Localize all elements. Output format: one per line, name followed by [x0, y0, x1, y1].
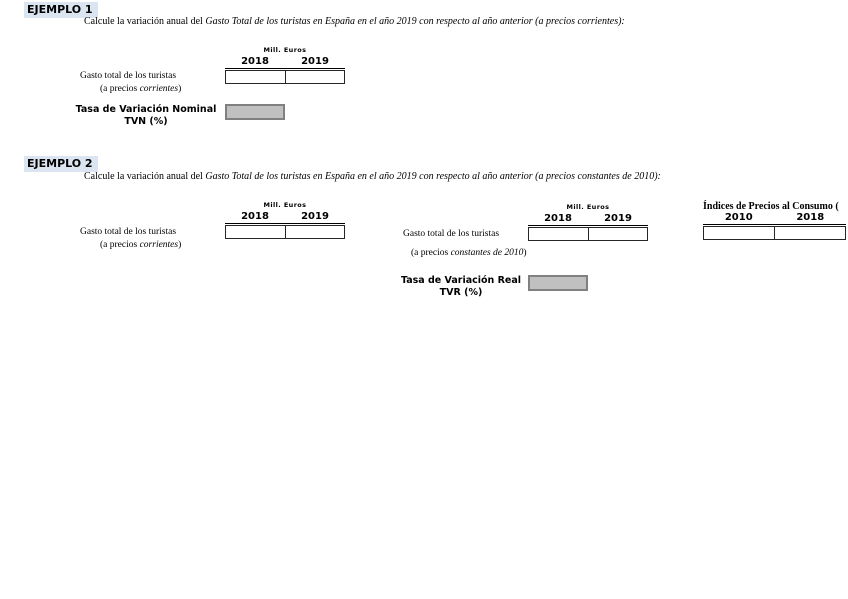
- example1-cell-2019[interactable]: [285, 71, 344, 83]
- example2-nominal-data-row: [225, 225, 345, 239]
- example2-real-sublabel-italic: constantes de 2010: [450, 248, 524, 258]
- example1-sublabel-italic: corrientes: [139, 84, 179, 94]
- example1-row-sublabel: (a precios corrientes): [100, 84, 181, 94]
- example1-result-label-line1: Tasa de Variación Nominal: [75, 104, 217, 115]
- example2-nominal-cell-2019[interactable]: [285, 226, 344, 238]
- example2-result-label-line1: Tasa de Variación Real: [400, 275, 522, 286]
- example1-sublabel-prefix: (a precios: [100, 84, 140, 94]
- example1-description: Calcule la variación anual del Gasto Tot…: [84, 16, 625, 27]
- example2-description: Calcule la variación anual del Gasto Tot…: [84, 171, 661, 182]
- example2-real-sublabel-suffix: ): [523, 248, 527, 258]
- example2-nominal-sublabel-italic: corrientes: [139, 240, 179, 250]
- example1-header-row: 2018 2019: [225, 56, 345, 69]
- example2-nominal-header-row: 2018 2019: [225, 211, 345, 224]
- ipc-cell-2010[interactable]: [704, 227, 775, 239]
- example2-real-row-label: Gasto total de los turistas: [403, 229, 500, 239]
- example2-nominal-col-header-2019: 2019: [301, 211, 329, 222]
- example1-result-label-line2: TVN (%): [124, 116, 168, 127]
- example2-nominal-row-label: Gasto total de los turistas: [80, 227, 177, 237]
- example1-col-header-2018: 2018: [241, 56, 269, 67]
- example1-data-row: [225, 70, 345, 84]
- example1-description-prefix: Calcule la variación anual del: [84, 16, 206, 27]
- example2-nominal-unit-label: Mill. Euros: [263, 201, 307, 209]
- example2-nominal-row-sublabel: (a precios corrientes): [100, 240, 181, 250]
- ipc-col-header-2018: 2018: [796, 212, 825, 223]
- example2-real-sublabel-prefix: (a precios: [411, 248, 451, 258]
- example1-result-label: Tasa de Variación Nominal TVN (%): [46, 104, 246, 128]
- example1-unit-label: Mill. Euros: [263, 46, 307, 54]
- example1-description-italic: Gasto Total de los turistas en España en…: [205, 16, 625, 27]
- example2-title: EJEMPLO 2: [24, 156, 98, 172]
- example2-real-header-row: 2018 2019: [528, 213, 648, 226]
- example2-real-cell-2019[interactable]: [588, 228, 647, 240]
- ipc-table-title: Índices de Precios al Consumo (: [703, 201, 839, 212]
- example2-result-label: Tasa de Variación Real TVR (%): [361, 275, 561, 299]
- ipc-data-row: [703, 226, 846, 240]
- example1-col-header-2019: 2019: [301, 56, 329, 67]
- example1-title: EJEMPLO 1: [24, 2, 98, 18]
- example1-cell-2018[interactable]: [226, 71, 286, 83]
- example2-nominal-sublabel-suffix: ): [178, 240, 182, 250]
- example1-row-label: Gasto total de los turistas: [80, 71, 177, 81]
- example2-real-cell-2018[interactable]: [529, 228, 589, 240]
- example2-result-cell[interactable]: [528, 275, 588, 291]
- example2-real-col-header-2019: 2019: [604, 213, 632, 224]
- example1-result-cell[interactable]: [225, 104, 285, 120]
- example2-nominal-cell-2018[interactable]: [226, 226, 286, 238]
- example1-sublabel-suffix: ): [178, 84, 182, 94]
- example2-nominal-sublabel-prefix: (a precios: [100, 240, 140, 250]
- example2-nominal-col-header-2018: 2018: [241, 211, 269, 222]
- ipc-cell-2018[interactable]: [775, 227, 845, 239]
- example2-result-label-line2: TVR (%): [439, 287, 483, 298]
- example2-description-prefix: Calcule la variación anual del: [84, 171, 206, 182]
- ipc-header-row: 2010 2018: [703, 212, 846, 225]
- example2-real-col-header-2018: 2018: [544, 213, 572, 224]
- example2-real-data-row: [528, 227, 648, 241]
- example2-real-row-sublabel: (a precios constantes de 2010): [411, 248, 527, 258]
- ipc-col-header-2010: 2010: [724, 212, 753, 223]
- example2-description-italic: Gasto Total de los turistas en España en…: [205, 171, 661, 182]
- example2-real-unit-label: Mill. Euros: [566, 203, 610, 211]
